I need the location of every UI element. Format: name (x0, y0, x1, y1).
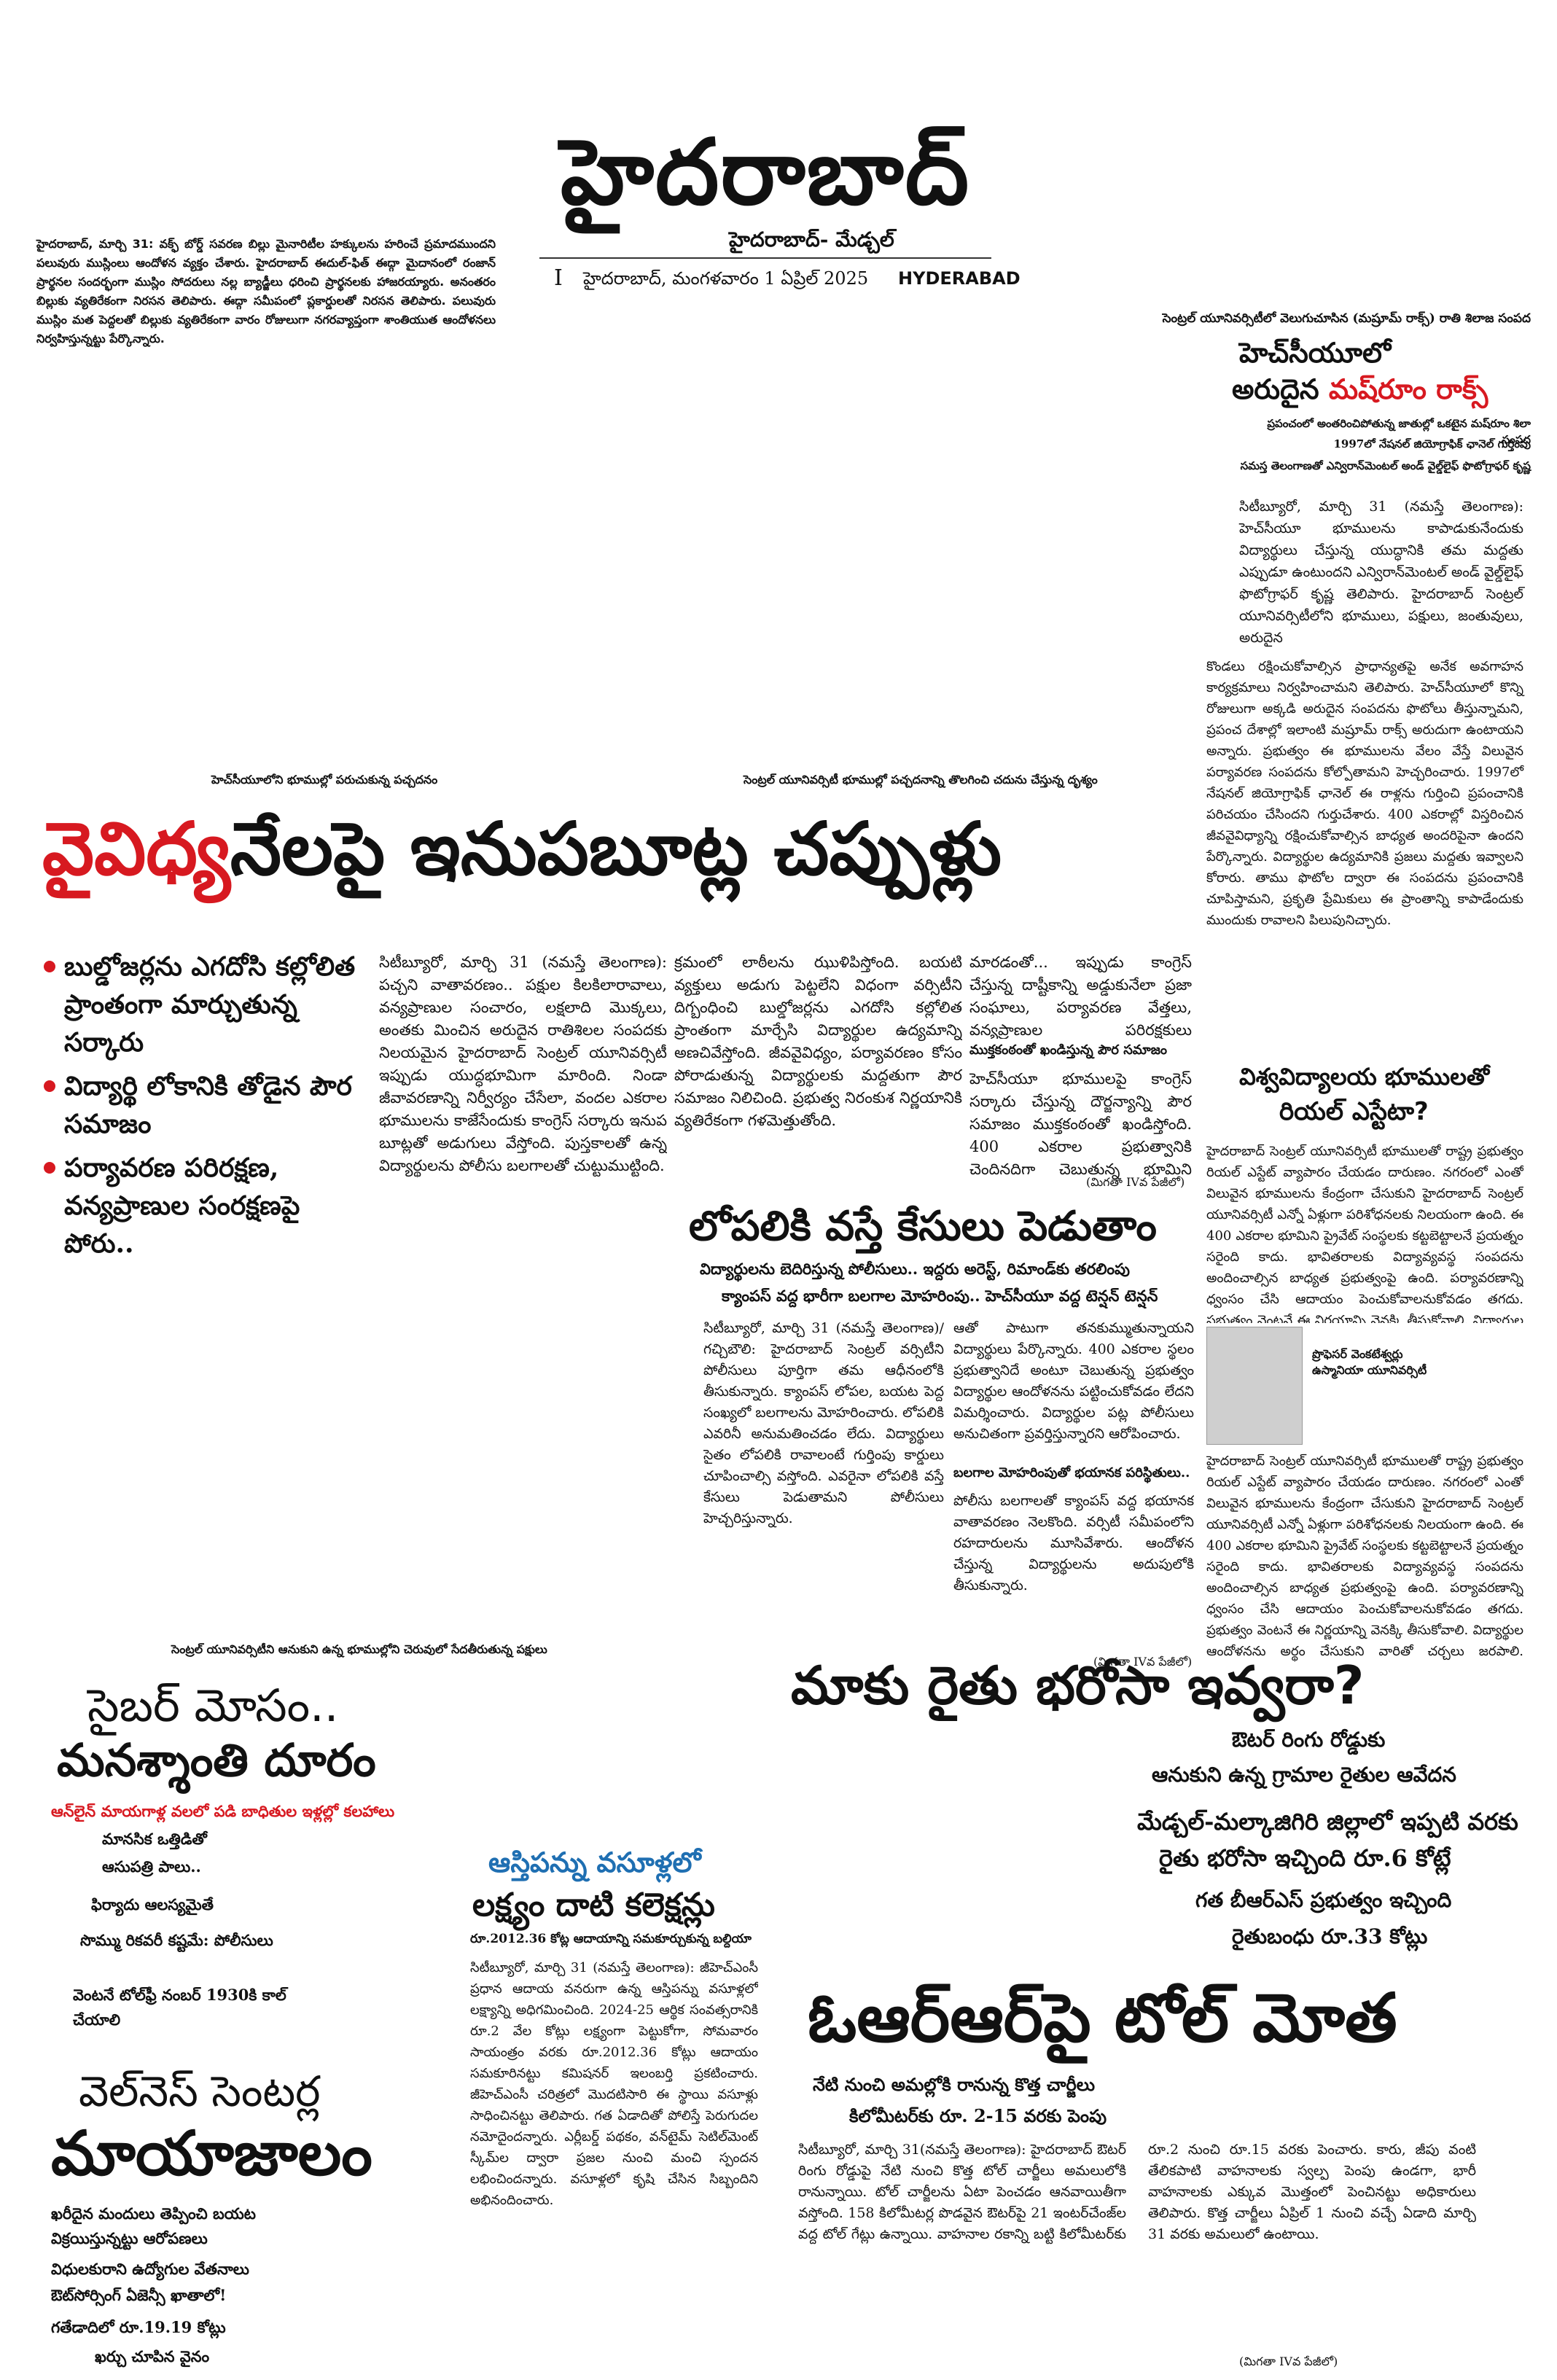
orr-sub-2: కిలోమీటర్‌కు రూ. 2-15 వరకు పెంపు (849, 2105, 1107, 2126)
police-sub-2: క్యాంపస్ వద్ద భారీగా బలగాల మోహరింపు.. హె… (722, 1287, 1158, 1305)
dateline: హైదరాబాద్, మంగళవారం 1 ఏప్రిల్ 2025 (583, 268, 869, 289)
photo-caption-right: సెంట్రల్ యూనివర్సిటీ భూముల్లో పచ్చదనాన్న… (744, 773, 1098, 787)
police-sub-1: విద్యార్థులను బెదిరిస్తున్న పోలీసులు.. ఇ… (700, 1260, 1130, 1278)
professor-title: ఉస్మానియా యూనివర్సిటీ (1312, 1363, 1427, 1377)
masthead-subtitle: హైదరాబాద్- మేడ్చల్ (729, 227, 894, 251)
farmers-sub-1: ఔటర్ రింగు రోడ్డుకు (1232, 1728, 1386, 1752)
police-credit: (మిగతా IVవ పేజీలో) (1093, 1655, 1193, 1669)
lead-col-3: మారడంతో... ఇప్పుడు కాంగ్రెస్ చేస్తున్న ద… (969, 953, 1192, 1039)
police-col-2: ఆతో పాటుగా తనకుమ్ముతున్నాయని విద్యార్థుల… (953, 1320, 1194, 1442)
professor-name: ప్రొఫెసర్ వెంకటేశ్వర్లు (1312, 1347, 1403, 1361)
cyber-headline-2: మనశ్శాంతి దూరం (57, 1733, 376, 1787)
cyber-point: వెంటనే టోల్‌ఫ్రీ నంబర్ 1930కి కాల్ చేయాల… (73, 1986, 286, 2029)
cyber-point: ఆసుపత్రి పాలు.. (102, 1857, 201, 1876)
bullet-dot-icon (44, 961, 55, 972)
wellness-point: ఔట్‌సోర్సింగ్ ఏజెన్సీ ఖాతాలో! (51, 2286, 227, 2304)
mushroom-headline-2a: అరుదైన (1232, 373, 1329, 405)
lead-bullets: బుల్డోజర్లను ఎగదోసి కల్లోలిత ప్రాంతంగా మ… (44, 948, 364, 1268)
farmers-sub-3: మేడ్చల్-మల్కాజిగిరి జిల్లాలో ఇప్పటి వరకు (1137, 1808, 1518, 1835)
realestate-headline-1: విశ్వవిద్యాలయ భూములతో (1239, 1063, 1490, 1090)
orr-body: సిటీబ్యూరో, మార్చి 31(నమస్తే తెలంగాణ): హ… (798, 2142, 1476, 2242)
police-col-1: సిటీబ్యూరో, మార్చి 31 (నమస్తే తెలంగాణ)/గ… (703, 1320, 944, 1526)
mushroom-headline-2: అరుదైన మష్‌రూం రాక్స్ (1232, 373, 1488, 413)
police-col-2b: పోలీసు బలగాలతో క్యాంపస్ వద్ద భయానక వాతావ… (953, 1493, 1194, 1593)
lead-col-2: క్రమంలో లాఠీలను ఝుళిపిస్తోంది. బయటి వ్యక… (674, 953, 962, 1129)
lead-headline-red: వైవిధ్య (42, 806, 230, 891)
orr-sub-1: నేటి నుంచి అమల్లోకి రానున్న కొత్త చార్జీ… (813, 2074, 1096, 2095)
masthead-title: హైదరాబాద్ (560, 120, 971, 225)
wellness-point: ఖర్చు చూపిన వైనం (95, 2347, 210, 2365)
farmers-sub-4: రైతు భరోసా ఇచ్చింది రూ.6 కోట్లే (1159, 1844, 1451, 1872)
wellness-point: విధులకురాని ఉద్యోగుల వేతనాలు (51, 2260, 249, 2278)
lead-col-3b: హెచ్‌సీయూ భూములపై కాంగ్రెస్ సర్కారు చేస్… (969, 1070, 1192, 1178)
top-left-note: హైదరాబాద్, మార్చి 31: వక్ఫ్ బోర్డ్ సవరణ … (36, 237, 496, 346)
wellness-point: ఖరీదైన మందులు తెప్పించి బయట విక్రయిస్తున… (51, 2204, 256, 2247)
cyber-point: ఫిర్యాదు ఆలస్యమైతే (91, 1895, 214, 1913)
cyber-point: సొమ్ము రికవరీ కష్టమే: పోలీసులు (80, 1931, 273, 1949)
realestate-body: హైదరాబాద్ సెంట్రల్ యూనివర్సిటీ భూములతో ర… (1206, 1144, 1523, 1323)
farmers-headline: మాకు రైతు భరోసా ఇవ్వరా? (791, 1655, 1365, 1716)
city-label: HYDERABAD (898, 268, 1021, 289)
lead-bullet: విద్యార్థి లోకానికి తోడైన పౌర సమాజం (44, 1067, 364, 1143)
wellness-headline-2: మాయాజాలం (51, 2118, 372, 2189)
mushroom-sub-3: సమస్త తెలంగాణతో ఎన్విరాన్‌మెంటల్ అండ్ వై… (1240, 459, 1531, 472)
bullet-dot-icon (44, 1080, 55, 1092)
issue-number: I (554, 265, 563, 291)
lead-subhead: ముక్తకంఠంతో ఖండిస్తున్న పౌర సమాజం (969, 1042, 1167, 1058)
mushroom-headline-2b: మష్‌రూం రాక్స్ (1328, 373, 1488, 405)
police-headline: లోపలికి వస్తే కేసులు పెడుతాం (689, 1203, 1157, 1250)
photo-caption-left: హెచ్‌సీయూలోని భూముల్లో పరుచుకున్న పచ్చదన… (211, 773, 438, 787)
lead-headline-rest: నేలపై ఇనుపబూట్ల చప్పుళ్లు (230, 806, 1002, 891)
police-subhead: బలగాల మోహరింపుతో భయానక పరిస్థితులు.. (953, 1465, 1190, 1480)
mushroom-body-narrow: సిటీబ్యూరో, మార్చి 31 (నమస్తే తెలంగాణ): … (1239, 499, 1523, 646)
mushroom-sub-1: ప్రపంచంలో అంతరించిపోతున్న జాతుల్లో ఒకటైన… (1267, 417, 1531, 446)
mushroom-kicker: సెంట్రల్ యూనివర్సిటీలో వెలుగుచూసిన (మష్ర… (1162, 311, 1531, 326)
professor-photo (1206, 1327, 1303, 1445)
bullet-dot-icon (44, 1162, 55, 1174)
orr-credit: (మిగతా IVవ పేజీలో) (1239, 2354, 1338, 2368)
mushroom-sub-2: 1997లో నేషనల్ జియోగ్రాఫిక్ ఛానెల్ గుర్తి… (1333, 437, 1531, 450)
farmers-sub-6: రైతుబంధు రూ.33 కోట్లు (1232, 1924, 1428, 1948)
propertytax-kicker: ఆస్తిపన్ను వసూళ్లలో (488, 1846, 701, 1878)
orr-headline: ఓఆర్ఆర్‌పై టోల్ మోత (808, 1979, 1397, 2057)
cyber-point: మానసిక ఒత్తిడితో (102, 1830, 207, 1848)
mushroom-headline-1: హెచ్‌సీయూలో (1239, 337, 1392, 369)
lead-headline: వైవిధ్యనేలపై ఇనుపబూట్ల చప్పుళ్లు (42, 809, 1002, 889)
farmers-sub-2: ఆనుకుని ఉన్న గ్రామాల రైతుల ఆవేదన (1152, 1763, 1456, 1787)
realestate-body-cont: హైదరాబాద్ సెంట్రల్ యూనివర్సిటీ భూములతో ర… (1206, 1454, 1523, 1659)
wellness-point: గతేడాదిలో రూ.19.19 కోట్లు (51, 2318, 226, 2336)
propertytax-headline: లక్ష్యం దాటి కలెక్షన్లు (472, 1887, 715, 1924)
cyber-headline-1: సైబర్ మోసం.. (87, 1679, 339, 1732)
farmers-sub-5: గత బీఆర్‌ఎస్ ప్రభుత్వం ఇచ్చింది (1195, 1888, 1452, 1912)
realestate-headline-2: రియల్ ఎస్టేటా? (1279, 1097, 1429, 1126)
lead-bullet: బుల్డోజర్లను ఎగదోసి కల్లోలిత ప్రాంతంగా మ… (44, 948, 364, 1061)
mushroom-body-wide: కొండలు రక్షించుకోవాల్సిన ప్రాధాన్యతపై అన… (1206, 659, 1523, 928)
lead-credit: (మిగతా IVవ పేజీలో) (1086, 1175, 1185, 1189)
cyber-red-line: ఆన్‌లైన్ మాయగాళ్ల వలలో పడి బాధితుల ఇళ్లల… (51, 1802, 395, 1820)
propertytax-body: సిటీబ్యూరో, మార్చి 31 (నమస్తే తెలంగాణ): … (470, 1960, 758, 2208)
propertytax-sub: రూ.2012.36 కోట్ల ఆదాయాన్ని సమకూర్చుకున్న… (470, 1932, 752, 1946)
lead-col-1: సిటీబ్యూరో, మార్చి 31 (నమస్తే తెలంగాణ): … (379, 953, 667, 1174)
bottom-left-photo-caption: సెంట్రల్ యూనివర్సిటీని ఆనుకుని ఉన్న భూము… (171, 1642, 547, 1656)
lead-bullet: పర్యావరణ పరిరక్షణ, వన్యప్రాణుల సంరక్షణపై… (44, 1149, 364, 1263)
masthead-rule (539, 257, 991, 259)
wellness-headline-1: వెల్‌నెస్ సెంటర్ల (79, 2067, 321, 2116)
